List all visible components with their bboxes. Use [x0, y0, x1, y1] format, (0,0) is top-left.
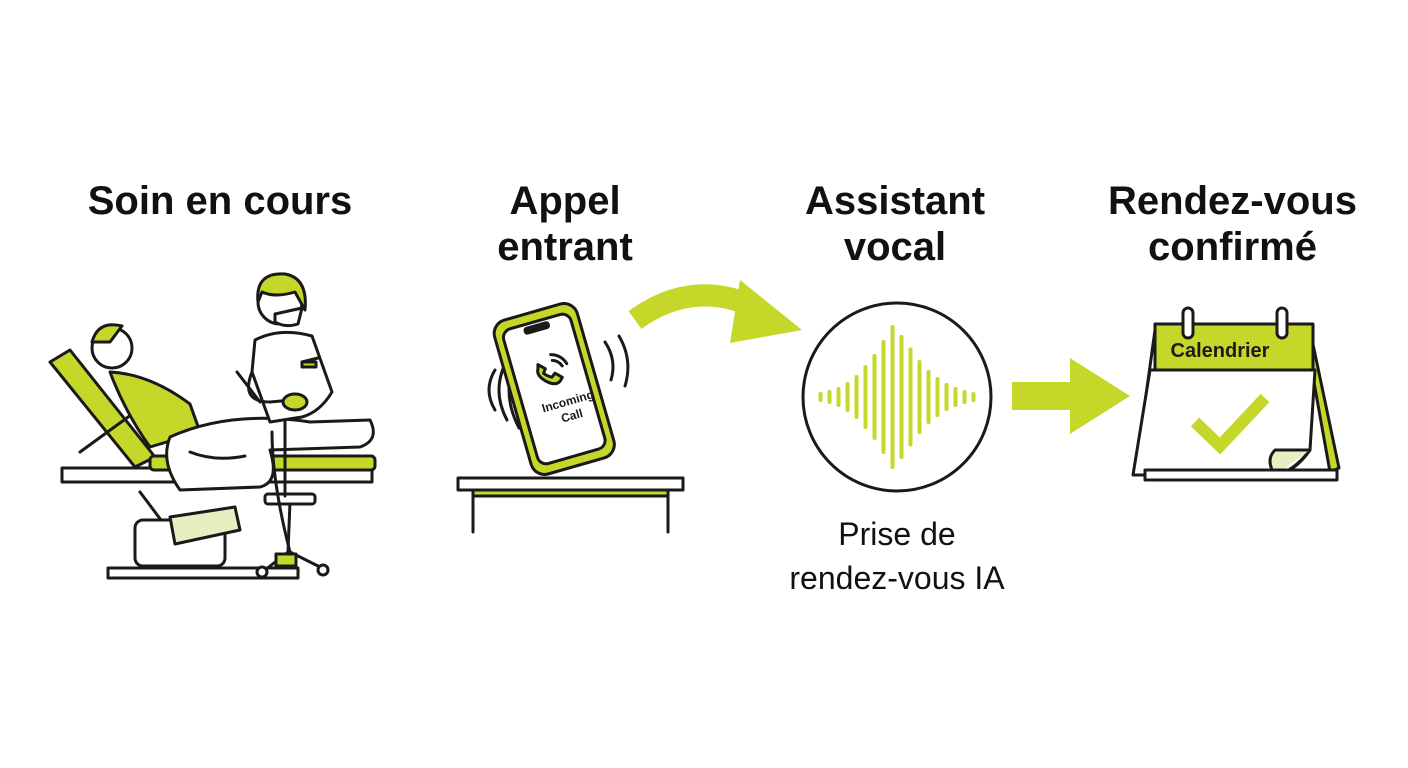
step-title-incoming-call: Appel entrant — [497, 179, 633, 269]
voice-assistant-caption: Prise de rendez-vous IA — [789, 516, 1005, 596]
calendar-label: Calendrier — [1170, 340, 1270, 362]
step-title-voice-assistant: Assistant vocal — [804, 179, 986, 269]
step-title-treatment: Soin en cours — [87, 179, 353, 223]
ringing-phone-icon — [456, 302, 685, 534]
massage-treatment-icon — [48, 272, 377, 580]
step-title-appointment-confirmed: Rendez-vous confirmé — [1108, 179, 1357, 269]
calendar-check-icon — [1131, 306, 1341, 482]
straight-arrow-icon — [1012, 358, 1130, 434]
curved-arrow-icon — [628, 280, 802, 343]
voice-waveform-icon — [801, 301, 993, 493]
